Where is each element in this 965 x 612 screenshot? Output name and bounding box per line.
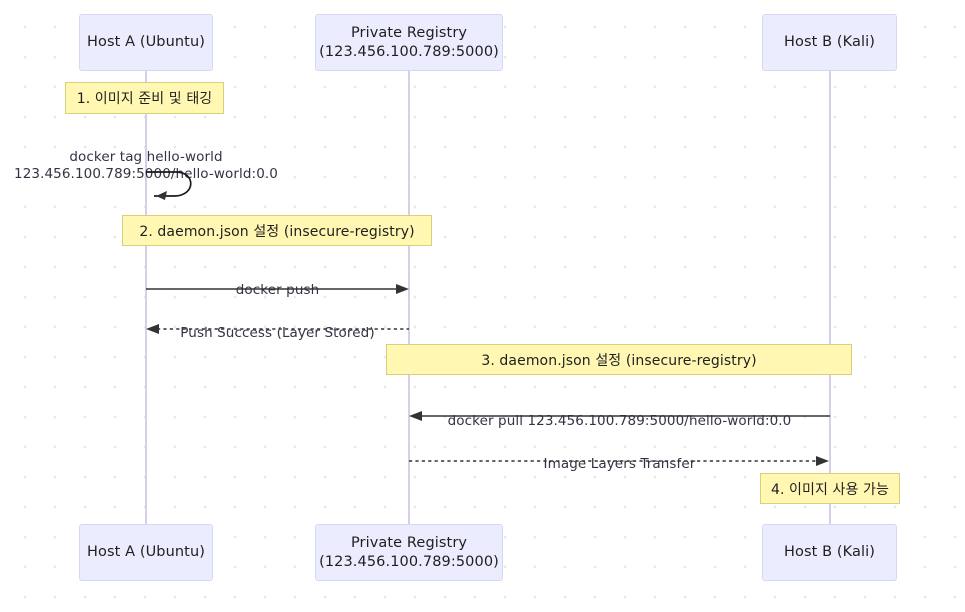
message-docker-tag-arrow bbox=[146, 171, 192, 200]
actor-private-registry-top-label: Private Registry (123.456.100.789:5000) bbox=[319, 25, 499, 60]
actor-host-a-bottom-label: Host A (Ubuntu) bbox=[86, 544, 206, 561]
message-image-layers-transfer-label: Image Layers Transfer bbox=[409, 438, 830, 473]
note-2-daemon-json-host-a[interactable]: 2. daemon.json 설정 (insecure-registry) bbox=[122, 215, 432, 246]
actor-host-b-bottom-label: Host B (Kali) bbox=[784, 544, 875, 561]
message-push-success-arrow bbox=[146, 324, 409, 334]
lifeline-host-a bbox=[145, 71, 147, 526]
note-4-image-available[interactable]: 4. 이미지 사용 가능 bbox=[760, 473, 900, 504]
actor-host-b-top[interactable]: Host B (Kali) bbox=[762, 14, 897, 71]
message-docker-tag-text: docker tag hello-world 123.456.100.789:5… bbox=[14, 148, 278, 183]
note-4-label: 4. 이미지 사용 가능 bbox=[770, 481, 890, 498]
actor-private-registry-top[interactable]: Private Registry (123.456.100.789:5000) bbox=[315, 14, 503, 71]
note-2-label: 2. daemon.json 설정 (insecure-registry) bbox=[139, 223, 415, 240]
message-docker-push-arrow bbox=[146, 284, 409, 294]
lifeline-private-registry bbox=[408, 71, 410, 526]
note-3-daemon-json-host-b[interactable]: 3. daemon.json 설정 (insecure-registry) bbox=[386, 344, 852, 375]
note-3-label: 3. daemon.json 설정 (insecure-registry) bbox=[481, 352, 757, 369]
actor-host-b-bottom[interactable]: Host B (Kali) bbox=[762, 524, 897, 581]
note-1-label: 1. 이미지 준비 및 태깅 bbox=[76, 91, 213, 107]
message-image-layers-transfer-arrow bbox=[409, 456, 829, 466]
actor-private-registry-bottom-label: Private Registry (123.456.100.789:5000) bbox=[319, 535, 499, 570]
message-image-layers-transfer-text: Image Layers Transfer bbox=[543, 455, 696, 472]
actor-private-registry-bottom[interactable]: Private Registry (123.456.100.789:5000) bbox=[315, 524, 503, 581]
actor-host-b-top-label: Host B (Kali) bbox=[784, 34, 875, 51]
actor-host-a-top[interactable]: Host A (Ubuntu) bbox=[79, 14, 213, 71]
actor-host-a-top-label: Host A (Ubuntu) bbox=[86, 34, 206, 51]
message-docker-pull-arrow bbox=[409, 411, 830, 421]
actor-host-a-bottom[interactable]: Host A (Ubuntu) bbox=[79, 524, 213, 581]
message-docker-tag-label: docker tag hello-world 123.456.100.789:5… bbox=[10, 131, 282, 184]
note-1-image-prepare-tag[interactable]: 1. 이미지 준비 및 태깅 bbox=[65, 82, 224, 114]
lifeline-host-b bbox=[829, 71, 831, 526]
